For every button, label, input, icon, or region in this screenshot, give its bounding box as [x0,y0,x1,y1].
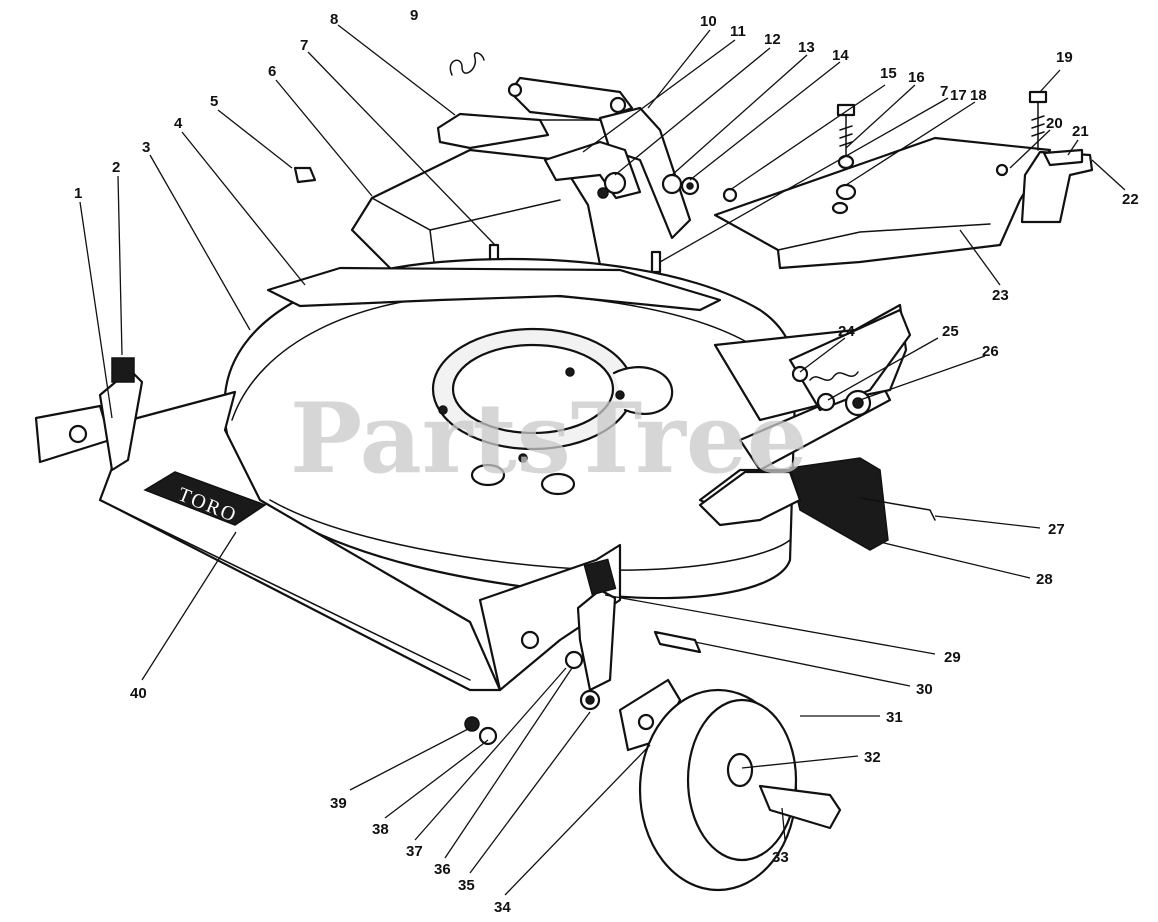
callout-26: 26 [982,343,999,360]
callout-7b: 7 [940,83,948,100]
callout-25: 25 [942,323,959,340]
flap-hinge [1020,148,1094,224]
callout-8: 8 [330,11,338,28]
callout-24: 24 [838,323,855,340]
callout-28: 28 [1036,571,1053,588]
callout-15: 15 [880,65,897,82]
callout-17: 17 [950,87,967,104]
callout-22: 22 [1122,191,1139,208]
callout-11: 11 [730,23,746,40]
callout-13: 13 [798,39,815,56]
callout-16: 16 [908,69,925,86]
rear-flap [713,136,1052,270]
callout-30: 30 [916,681,933,698]
callout-7a: 7 [300,37,308,54]
callout-36: 36 [434,861,451,878]
callout-31: 31 [886,709,903,726]
callout-35: 35 [458,877,475,894]
callout-37: 37 [406,843,423,860]
callout-20: 20 [1046,115,1063,132]
watermark: PartsTree [290,382,808,495]
callout-3: 3 [142,139,150,156]
spring [449,52,485,76]
front-skirt [98,390,502,692]
callout-4: 4 [174,115,183,132]
callout-labels: 1 2 3 4 5 6 7 8 9 10 11 12 13 14 15 16 7… [74,7,1139,916]
callout-1: 1 [74,185,82,202]
mower-deck-housing [223,258,798,600]
callout-18: 18 [970,87,987,104]
callout-38: 38 [372,821,389,838]
rod [859,497,936,521]
callout-2: 2 [112,159,120,176]
handle-bracket [436,76,692,240]
callout-5: 5 [210,93,218,110]
callout-27: 27 [1048,521,1065,538]
callout-32: 32 [864,749,881,766]
front-wheel [638,688,842,892]
callout-40: 40 [130,685,147,702]
callout-21: 21 [1072,123,1089,140]
callout-9: 9 [410,7,418,24]
callout-29: 29 [944,649,961,666]
left-height-adjuster [34,357,144,472]
flap-fasteners [831,90,1048,215]
rear-adjuster [788,308,912,417]
front-fasteners [464,630,702,746]
callout-33: 33 [772,849,789,866]
callout-39: 39 [330,795,347,812]
leader-lines [79,24,1126,896]
callout-14: 14 [832,47,849,64]
height-adjust-lever [543,140,642,200]
callout-12: 12 [764,31,781,48]
callout-6: 6 [268,63,276,80]
callout-19: 19 [1056,49,1073,66]
callout-23: 23 [992,287,1009,304]
callout-10: 10 [700,13,717,30]
grass-deflector [698,457,889,551]
callout-34: 34 [494,899,511,916]
deck-top-plate [266,266,722,312]
front-height-adjuster [576,558,682,752]
